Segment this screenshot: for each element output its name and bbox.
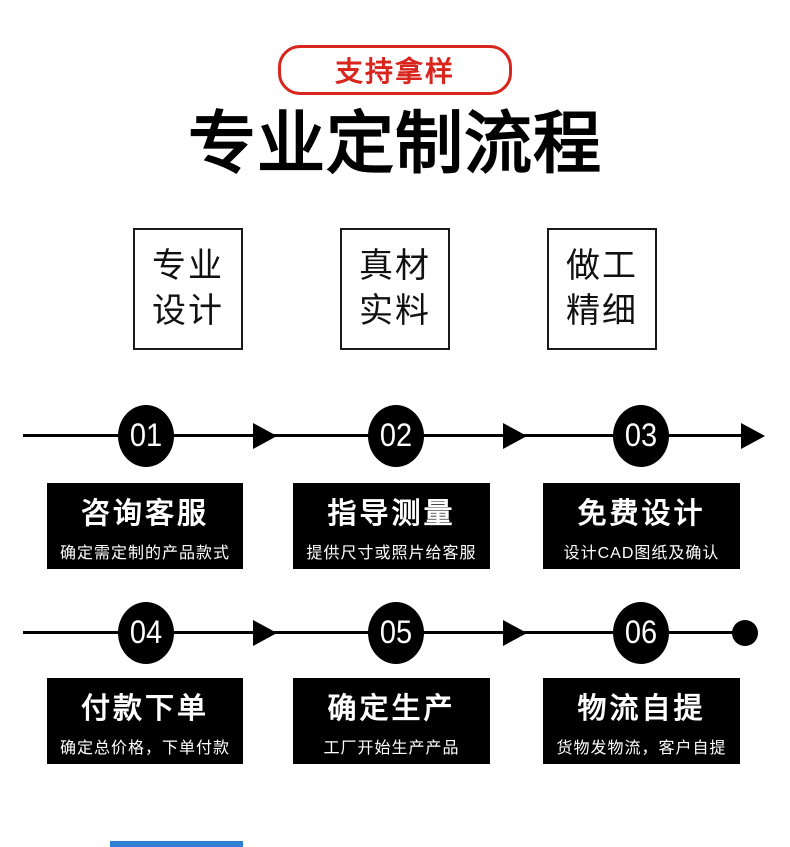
step-number: 06 bbox=[624, 614, 658, 651]
arrow-right-icon bbox=[503, 423, 527, 449]
step-desc: 确定需定制的产品款式 bbox=[59, 544, 230, 562]
arrow-right-icon bbox=[253, 423, 277, 449]
arrow-right-icon bbox=[741, 423, 765, 449]
step-number: 03 bbox=[624, 417, 658, 454]
feature-line: 设计 bbox=[152, 292, 224, 330]
page-title: 专业定制流程 bbox=[187, 106, 602, 182]
timeline-row-2: 04 05 06 bbox=[0, 602, 790, 664]
feature-line: 实料 bbox=[359, 292, 431, 330]
step-number-badge-05: 05 bbox=[368, 602, 424, 664]
arrow-right-icon bbox=[253, 620, 277, 646]
feature-box-workmanship: 做工 精细 bbox=[547, 228, 657, 350]
step-box-logistics: 物流自提 货物发物流，客户自提 bbox=[543, 678, 740, 764]
step-title: 确定生产 bbox=[327, 692, 456, 725]
step-number-badge-03: 03 bbox=[613, 405, 669, 467]
feature-box-material: 真材 实料 bbox=[340, 228, 450, 350]
step-title: 咨询客服 bbox=[80, 497, 209, 530]
feature-boxes: 专业 设计 真材 实料 做工 精细 bbox=[0, 228, 790, 350]
step-boxes-row-1: 咨询客服 确定需定制的产品款式 指导测量 提供尺寸或照片给客服 免费设计 设计C… bbox=[0, 483, 790, 571]
step-desc: 提供尺寸或照片给客服 bbox=[306, 544, 477, 562]
step-desc: 确定总价格，下单付款 bbox=[59, 739, 230, 757]
step-title: 指导测量 bbox=[327, 497, 456, 530]
step-number: 01 bbox=[129, 417, 163, 454]
step-desc: 设计CAD图纸及确认 bbox=[563, 544, 720, 562]
sample-support-badge: 支持拿样 bbox=[277, 45, 513, 95]
step-title: 付款下单 bbox=[80, 692, 209, 725]
step-box-payment: 付款下单 确定总价格，下单付款 bbox=[47, 678, 243, 764]
feature-line: 真材 bbox=[359, 247, 431, 286]
feature-line: 精细 bbox=[566, 292, 638, 330]
arrow-right-icon bbox=[503, 620, 527, 646]
step-box-free-design: 免费设计 设计CAD图纸及确认 bbox=[543, 483, 740, 569]
step-desc: 工厂开始生产产品 bbox=[323, 739, 460, 757]
step-title: 免费设计 bbox=[577, 497, 706, 530]
step-boxes-row-2: 付款下单 确定总价格，下单付款 确定生产 工厂开始生产产品 物流自提 货物发物流… bbox=[0, 678, 790, 766]
timeline-row-1: 01 02 03 bbox=[0, 405, 790, 467]
step-box-measure: 指导测量 提供尺寸或照片给客服 bbox=[293, 483, 490, 569]
feature-box-design: 专业 设计 bbox=[133, 228, 243, 350]
step-number-badge-06: 06 bbox=[613, 602, 669, 664]
step-title: 物流自提 bbox=[577, 692, 706, 725]
step-number: 04 bbox=[129, 614, 163, 651]
step-number-badge-04: 04 bbox=[118, 602, 174, 664]
step-number-badge-02: 02 bbox=[368, 405, 424, 467]
feature-line: 专业 bbox=[152, 247, 224, 286]
step-box-consult: 咨询客服 确定需定制的产品款式 bbox=[47, 483, 243, 569]
step-box-production: 确定生产 工厂开始生产产品 bbox=[293, 678, 490, 764]
step-number: 05 bbox=[379, 614, 413, 651]
step-number: 02 bbox=[379, 417, 413, 454]
feature-line: 做工 bbox=[566, 247, 638, 286]
step-desc: 货物发物流，客户自提 bbox=[556, 739, 727, 757]
bottom-accent-bar bbox=[110, 841, 243, 847]
step-number-badge-01: 01 bbox=[118, 405, 174, 467]
end-dot-icon bbox=[732, 620, 758, 646]
